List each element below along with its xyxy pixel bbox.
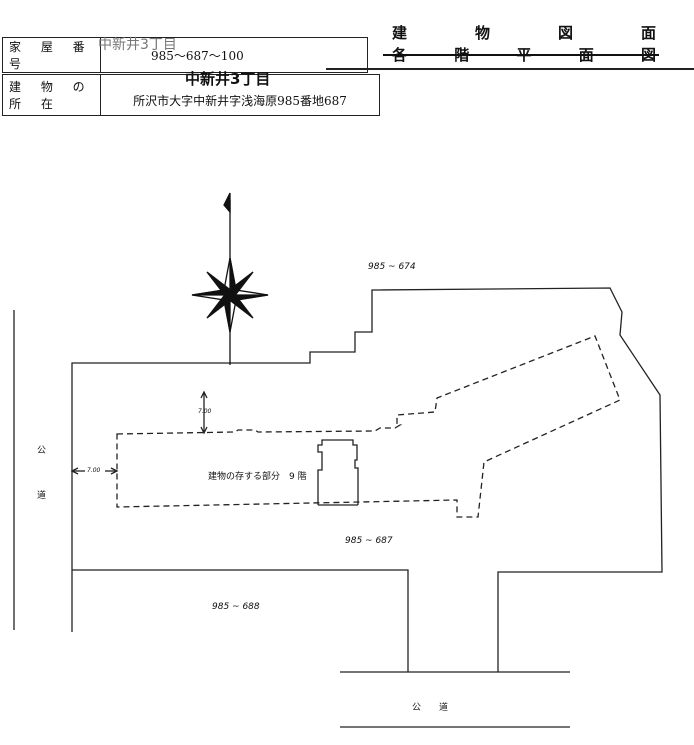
location-stamp: 中新井3丁目 xyxy=(185,70,271,88)
lot-label-main: 985 ~ 687 xyxy=(345,536,393,546)
location-label: 建 物 の 所 在 xyxy=(2,74,101,116)
house-number-value: 985〜687〜100 xyxy=(100,37,368,73)
strikethrough-line xyxy=(383,54,659,56)
road-left-char-2: 道 xyxy=(37,491,47,501)
house-number-table: 家 屋 番 号 985〜687〜100 xyxy=(2,37,368,73)
road-bottom-label: 公 道 xyxy=(412,703,449,713)
title-char: 図 xyxy=(557,24,573,42)
lot-label-north: 985 ~ 674 xyxy=(368,262,416,272)
north-compass-icon xyxy=(191,192,269,365)
stair-tower xyxy=(317,439,359,505)
setback-top: 7.00 xyxy=(198,408,212,415)
title-char: 建 xyxy=(392,24,408,42)
location-value: 所沢市大字中新井字浅海原985番地687 xyxy=(100,74,380,116)
title-char: 物 xyxy=(474,24,490,42)
lot-label-south: 985 ~ 688 xyxy=(212,602,260,612)
house-number-label: 家 屋 番 号 xyxy=(2,37,101,73)
lot-boundary-south xyxy=(72,569,409,672)
house-number-stamp: 中新井3丁目 xyxy=(98,37,177,53)
lot-boundary xyxy=(71,287,663,672)
dimension-arrows xyxy=(70,390,208,475)
location-table: 建 物 の 所 在 所沢市大字中新井字浅海原985番地687 xyxy=(2,74,380,116)
header-rule xyxy=(326,68,694,70)
title-char: 面 xyxy=(640,24,656,42)
drawing-title: 建 物 図 面 xyxy=(392,22,656,43)
building-label: 建物の存する部分 9 階 xyxy=(208,472,307,482)
setback-left: 7.00 xyxy=(87,467,101,474)
road-left-char-1: 公 xyxy=(37,446,47,456)
